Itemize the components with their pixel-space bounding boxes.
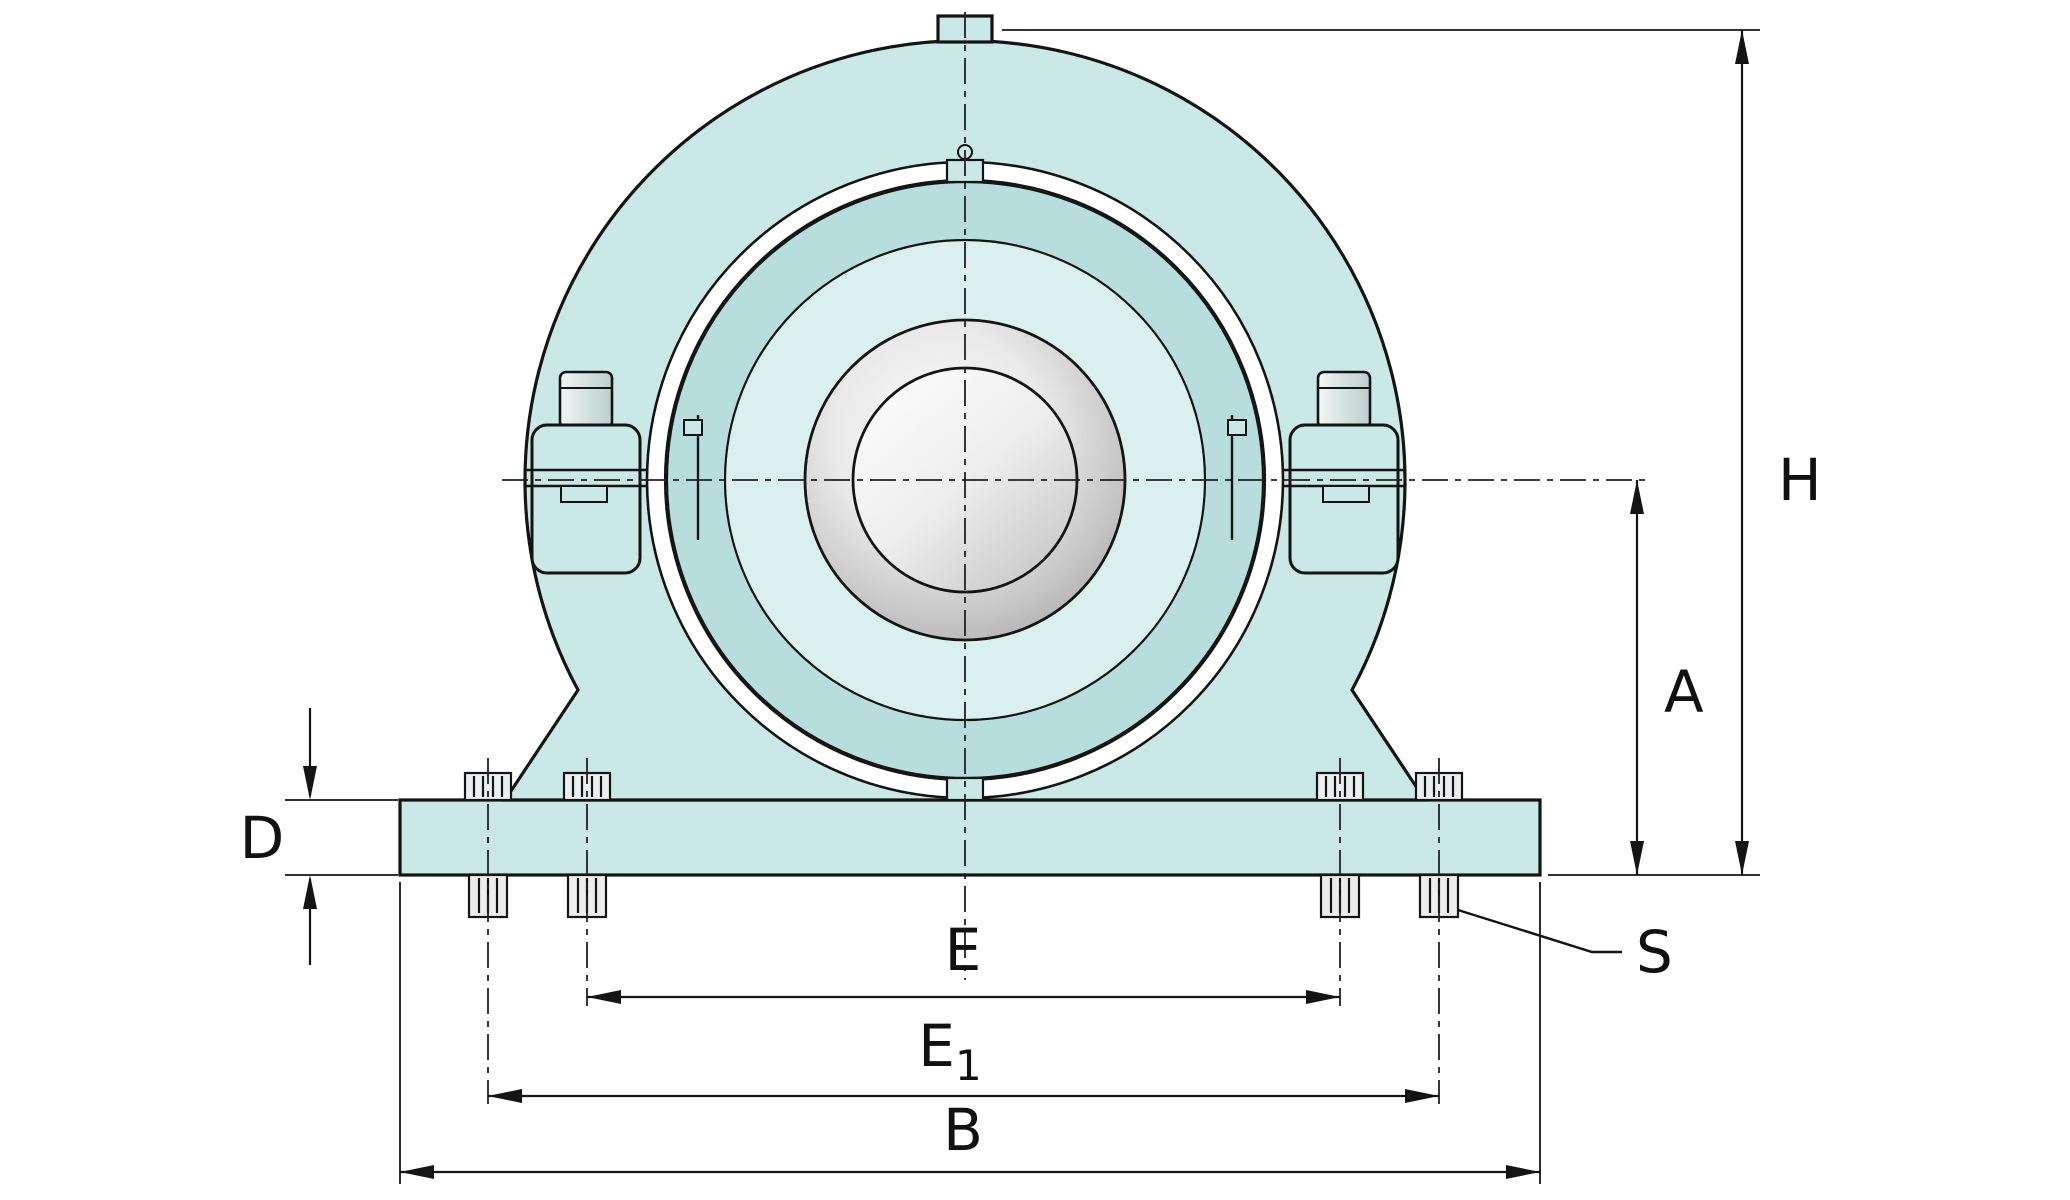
arrowhead-right	[1506, 1165, 1540, 1179]
arrowhead-right	[1306, 990, 1340, 1004]
label-E1: E1	[918, 1012, 981, 1090]
cap-bolt-left	[558, 370, 614, 430]
arrowhead-down	[1630, 841, 1644, 875]
label-S: S	[1636, 918, 1673, 986]
dimension-H: H	[1002, 29, 1822, 876]
centerlines	[487, 12, 1652, 1104]
arrowhead-down	[303, 766, 317, 800]
dimension-B: B	[399, 882, 1541, 1184]
label-A: A	[1664, 658, 1704, 726]
label-B: B	[943, 1096, 983, 1164]
arrowhead-left	[587, 990, 621, 1004]
arrowhead-up	[303, 875, 317, 909]
label-D: D	[240, 804, 285, 872]
dimension-D: D	[240, 708, 398, 965]
dimension-E: E	[587, 916, 1340, 1004]
arrowhead-down	[1735, 841, 1749, 875]
dimension-E1: E1	[488, 1012, 1439, 1103]
dimension-A: A	[1630, 480, 1704, 875]
callout-S: S	[1457, 908, 1673, 986]
arrowhead-up	[1735, 30, 1749, 64]
leader-line	[1457, 908, 1622, 954]
label-H: H	[1778, 446, 1822, 514]
locating-pin-right	[1227, 419, 1247, 436]
cap-split-and-bosses	[525, 370, 1405, 575]
arrowhead-left	[400, 1165, 434, 1179]
label-E: E	[945, 916, 982, 984]
boss-tab-right	[1322, 485, 1370, 503]
base-plate	[398, 798, 1542, 877]
arrowhead-left	[488, 1089, 522, 1103]
locating-pin-left	[683, 419, 703, 436]
label-E1-subscript: 1	[955, 1041, 982, 1090]
arrowhead-right	[1405, 1089, 1439, 1103]
boss-tab-left	[560, 485, 608, 503]
dimensions: H A D E	[240, 29, 1822, 1184]
label-E1-base: E	[918, 1012, 955, 1080]
cap-bolt-right	[1316, 370, 1372, 430]
arrowhead-up	[1630, 480, 1644, 514]
